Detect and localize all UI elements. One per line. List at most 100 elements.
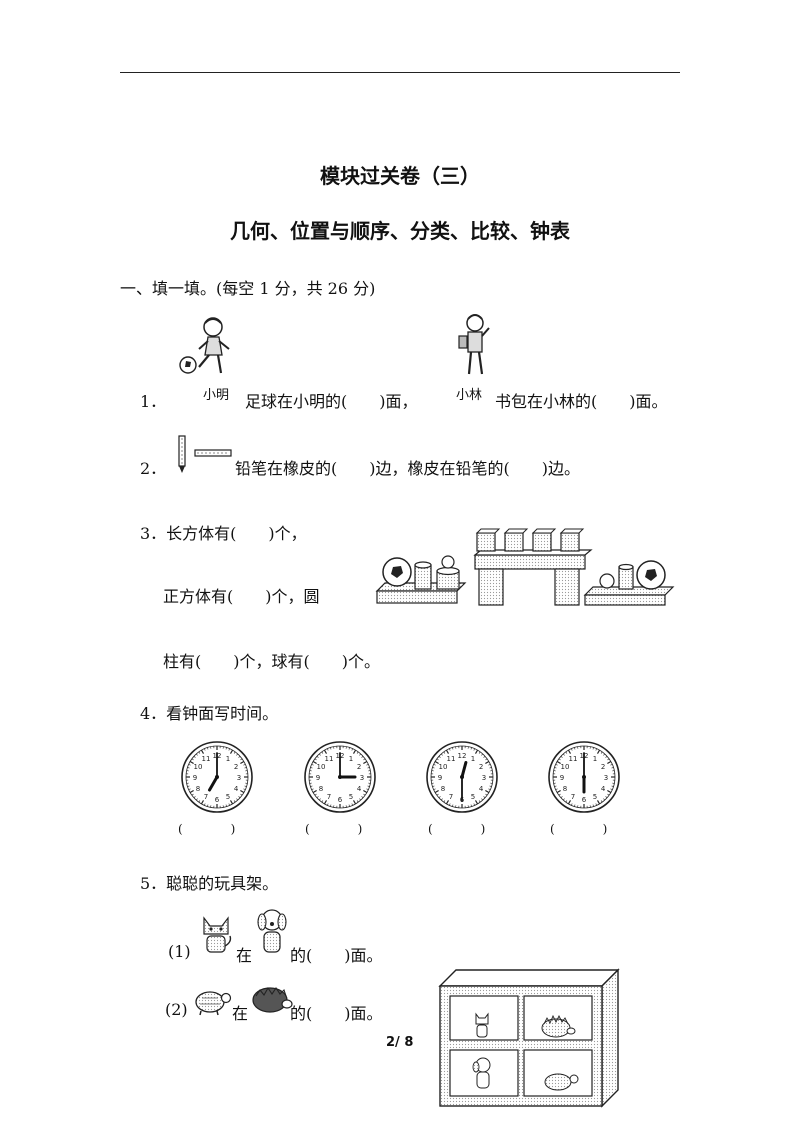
clock-hour-hand — [208, 775, 219, 792]
clock-numeral: 11 — [447, 755, 456, 763]
clock-center-pin — [582, 775, 586, 779]
clock-numeral: 3 — [237, 774, 241, 782]
clock-tick — [243, 788, 246, 790]
clock-answer-blank-4[interactable]: ( ) — [550, 822, 608, 836]
clock-numeral: 2 — [234, 763, 238, 771]
clock-tick — [488, 764, 491, 766]
clock-numeral: 7 — [449, 793, 453, 801]
q5-sub1-mid: 在 — [236, 946, 253, 965]
clock-tick — [565, 751, 568, 754]
clock-center-pin — [460, 775, 464, 779]
clock-tick — [366, 764, 369, 766]
clock-tick — [567, 800, 572, 805]
clock-numeral: 5 — [226, 793, 230, 801]
clock-tick — [363, 760, 368, 765]
clock-tick — [352, 800, 357, 805]
clock-numeral: 6 — [338, 796, 343, 804]
clock-tick — [316, 796, 319, 798]
clock-answer-blank-1[interactable]: ( ) — [178, 822, 236, 836]
clock-tick — [434, 789, 439, 794]
clock-tick — [238, 756, 241, 758]
clock-tick — [607, 789, 612, 794]
clock-tick — [310, 767, 313, 769]
q2-text: 铅笔在橡皮的( )边，橡皮在铅笔的( )边。 — [235, 459, 580, 478]
clock-numeral: 2 — [601, 763, 605, 771]
clock-center-pin — [338, 775, 342, 779]
clock-tick — [225, 747, 227, 750]
clock-tick — [191, 793, 194, 796]
clock-tick — [359, 798, 361, 801]
clock-tick — [611, 767, 614, 769]
page-title: 模块过关卷（三） — [320, 164, 480, 188]
clock-tick — [351, 748, 353, 751]
clock-numeral: 11 — [202, 755, 211, 763]
clock-tick — [188, 764, 191, 766]
clock-tick — [445, 800, 450, 805]
clock-tick — [356, 800, 359, 803]
clock-tick — [554, 785, 557, 787]
clock-tick — [314, 793, 317, 796]
clock-tick — [359, 753, 361, 756]
q5-sub2-number: (2) — [165, 1000, 188, 1019]
clock-tick — [433, 788, 436, 790]
clock-tick — [240, 760, 245, 765]
clock-tick — [312, 789, 317, 794]
clock-tick — [474, 800, 479, 805]
clock-tick — [363, 758, 366, 761]
clock-answer-blank-2[interactable]: ( ) — [305, 822, 363, 836]
clock-tick — [452, 747, 454, 750]
clock-tick — [452, 804, 454, 807]
clock-tick — [233, 800, 236, 803]
clock-tick — [352, 749, 357, 754]
q5-sub2-mid: 在 — [232, 1004, 249, 1023]
clock-numeral: 3 — [360, 774, 364, 782]
clock-tick — [607, 760, 612, 765]
clock-tick — [438, 756, 441, 758]
clock-numeral: 5 — [593, 793, 597, 801]
clock-tick — [438, 796, 441, 798]
clock-tick — [592, 747, 594, 750]
clock-answer-blank-3[interactable]: ( ) — [428, 822, 486, 836]
clock-tick — [233, 751, 236, 754]
clock-numeral: 8 — [441, 785, 445, 793]
clock-tick — [188, 788, 191, 790]
page-number: 2/ 8 — [386, 1035, 414, 1050]
clock-tick — [563, 753, 565, 756]
clock-tick — [574, 747, 576, 750]
clock-tick — [560, 756, 563, 758]
q1-number: 1． — [140, 392, 167, 411]
clock-tick — [470, 804, 472, 807]
clock-tick — [363, 789, 368, 794]
clock-numeral: 10 — [438, 763, 447, 771]
clock-tick — [485, 758, 488, 761]
section-heading: 一、填一填。(每空 1 分，共 26 分) — [120, 279, 376, 298]
clock-tick — [436, 758, 439, 761]
clock-tick — [229, 800, 234, 805]
clock-tick — [555, 764, 558, 766]
boy-kicking-ball-illustration — [179, 317, 230, 374]
clock-tick — [244, 785, 247, 787]
clock-tick — [558, 793, 561, 796]
clock-tick — [485, 789, 490, 794]
clock-tick — [189, 760, 194, 765]
clock-tick — [483, 796, 486, 798]
clock-numeral: 5 — [471, 793, 475, 801]
clock-tick — [316, 756, 319, 758]
clock-tick — [600, 751, 603, 754]
clock-tick — [323, 749, 328, 754]
clock-tick — [607, 793, 610, 796]
clock-tick — [478, 751, 481, 754]
clock-numeral: 5 — [349, 793, 353, 801]
clock-tick — [193, 796, 196, 798]
clock-tick — [236, 798, 238, 801]
clock-tick — [432, 785, 435, 787]
q2-number: 2． — [140, 459, 167, 478]
q1-text-a: 足球在小明的( )面， — [245, 392, 418, 411]
clock-tick — [473, 803, 475, 806]
clock-tick — [488, 788, 491, 790]
q5-sub1-number: (1) — [168, 942, 191, 961]
clock-numeral: 4 — [479, 785, 484, 793]
clock-tick — [228, 748, 230, 751]
clock-tick — [225, 804, 227, 807]
